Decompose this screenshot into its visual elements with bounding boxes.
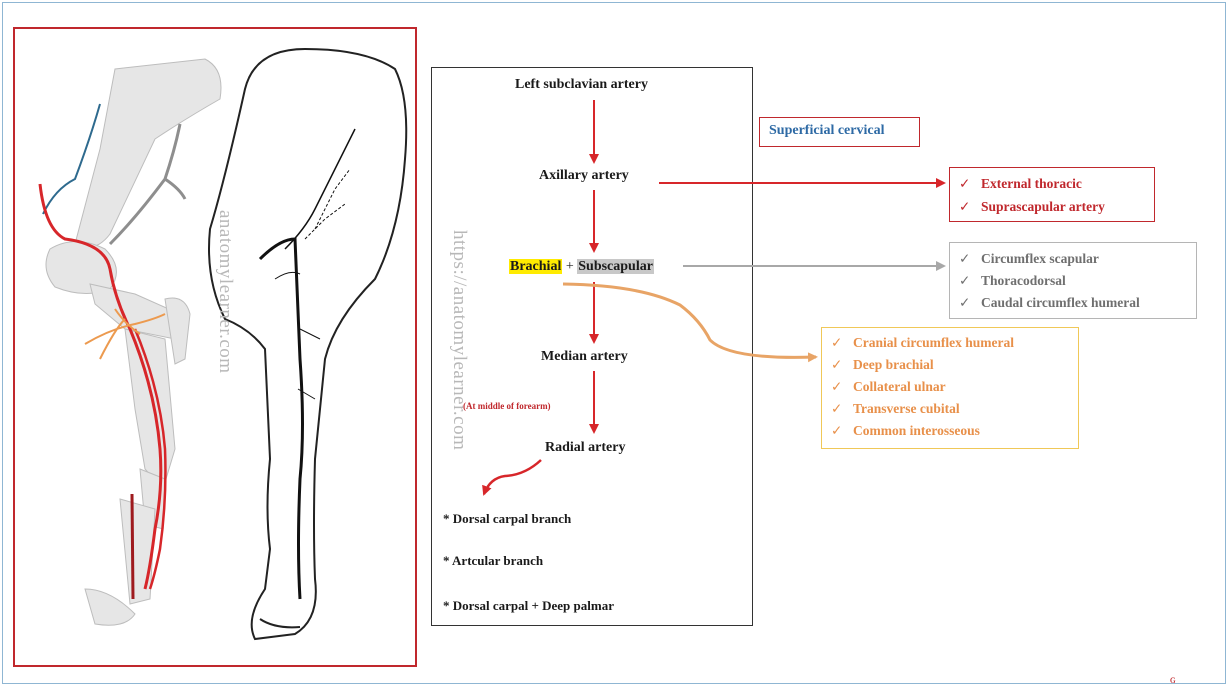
corner-logo-icon: ɢ [1170,672,1175,687]
arrow-brachial-to-branches [563,284,816,357]
arrow-radial-to-branches [484,460,541,494]
